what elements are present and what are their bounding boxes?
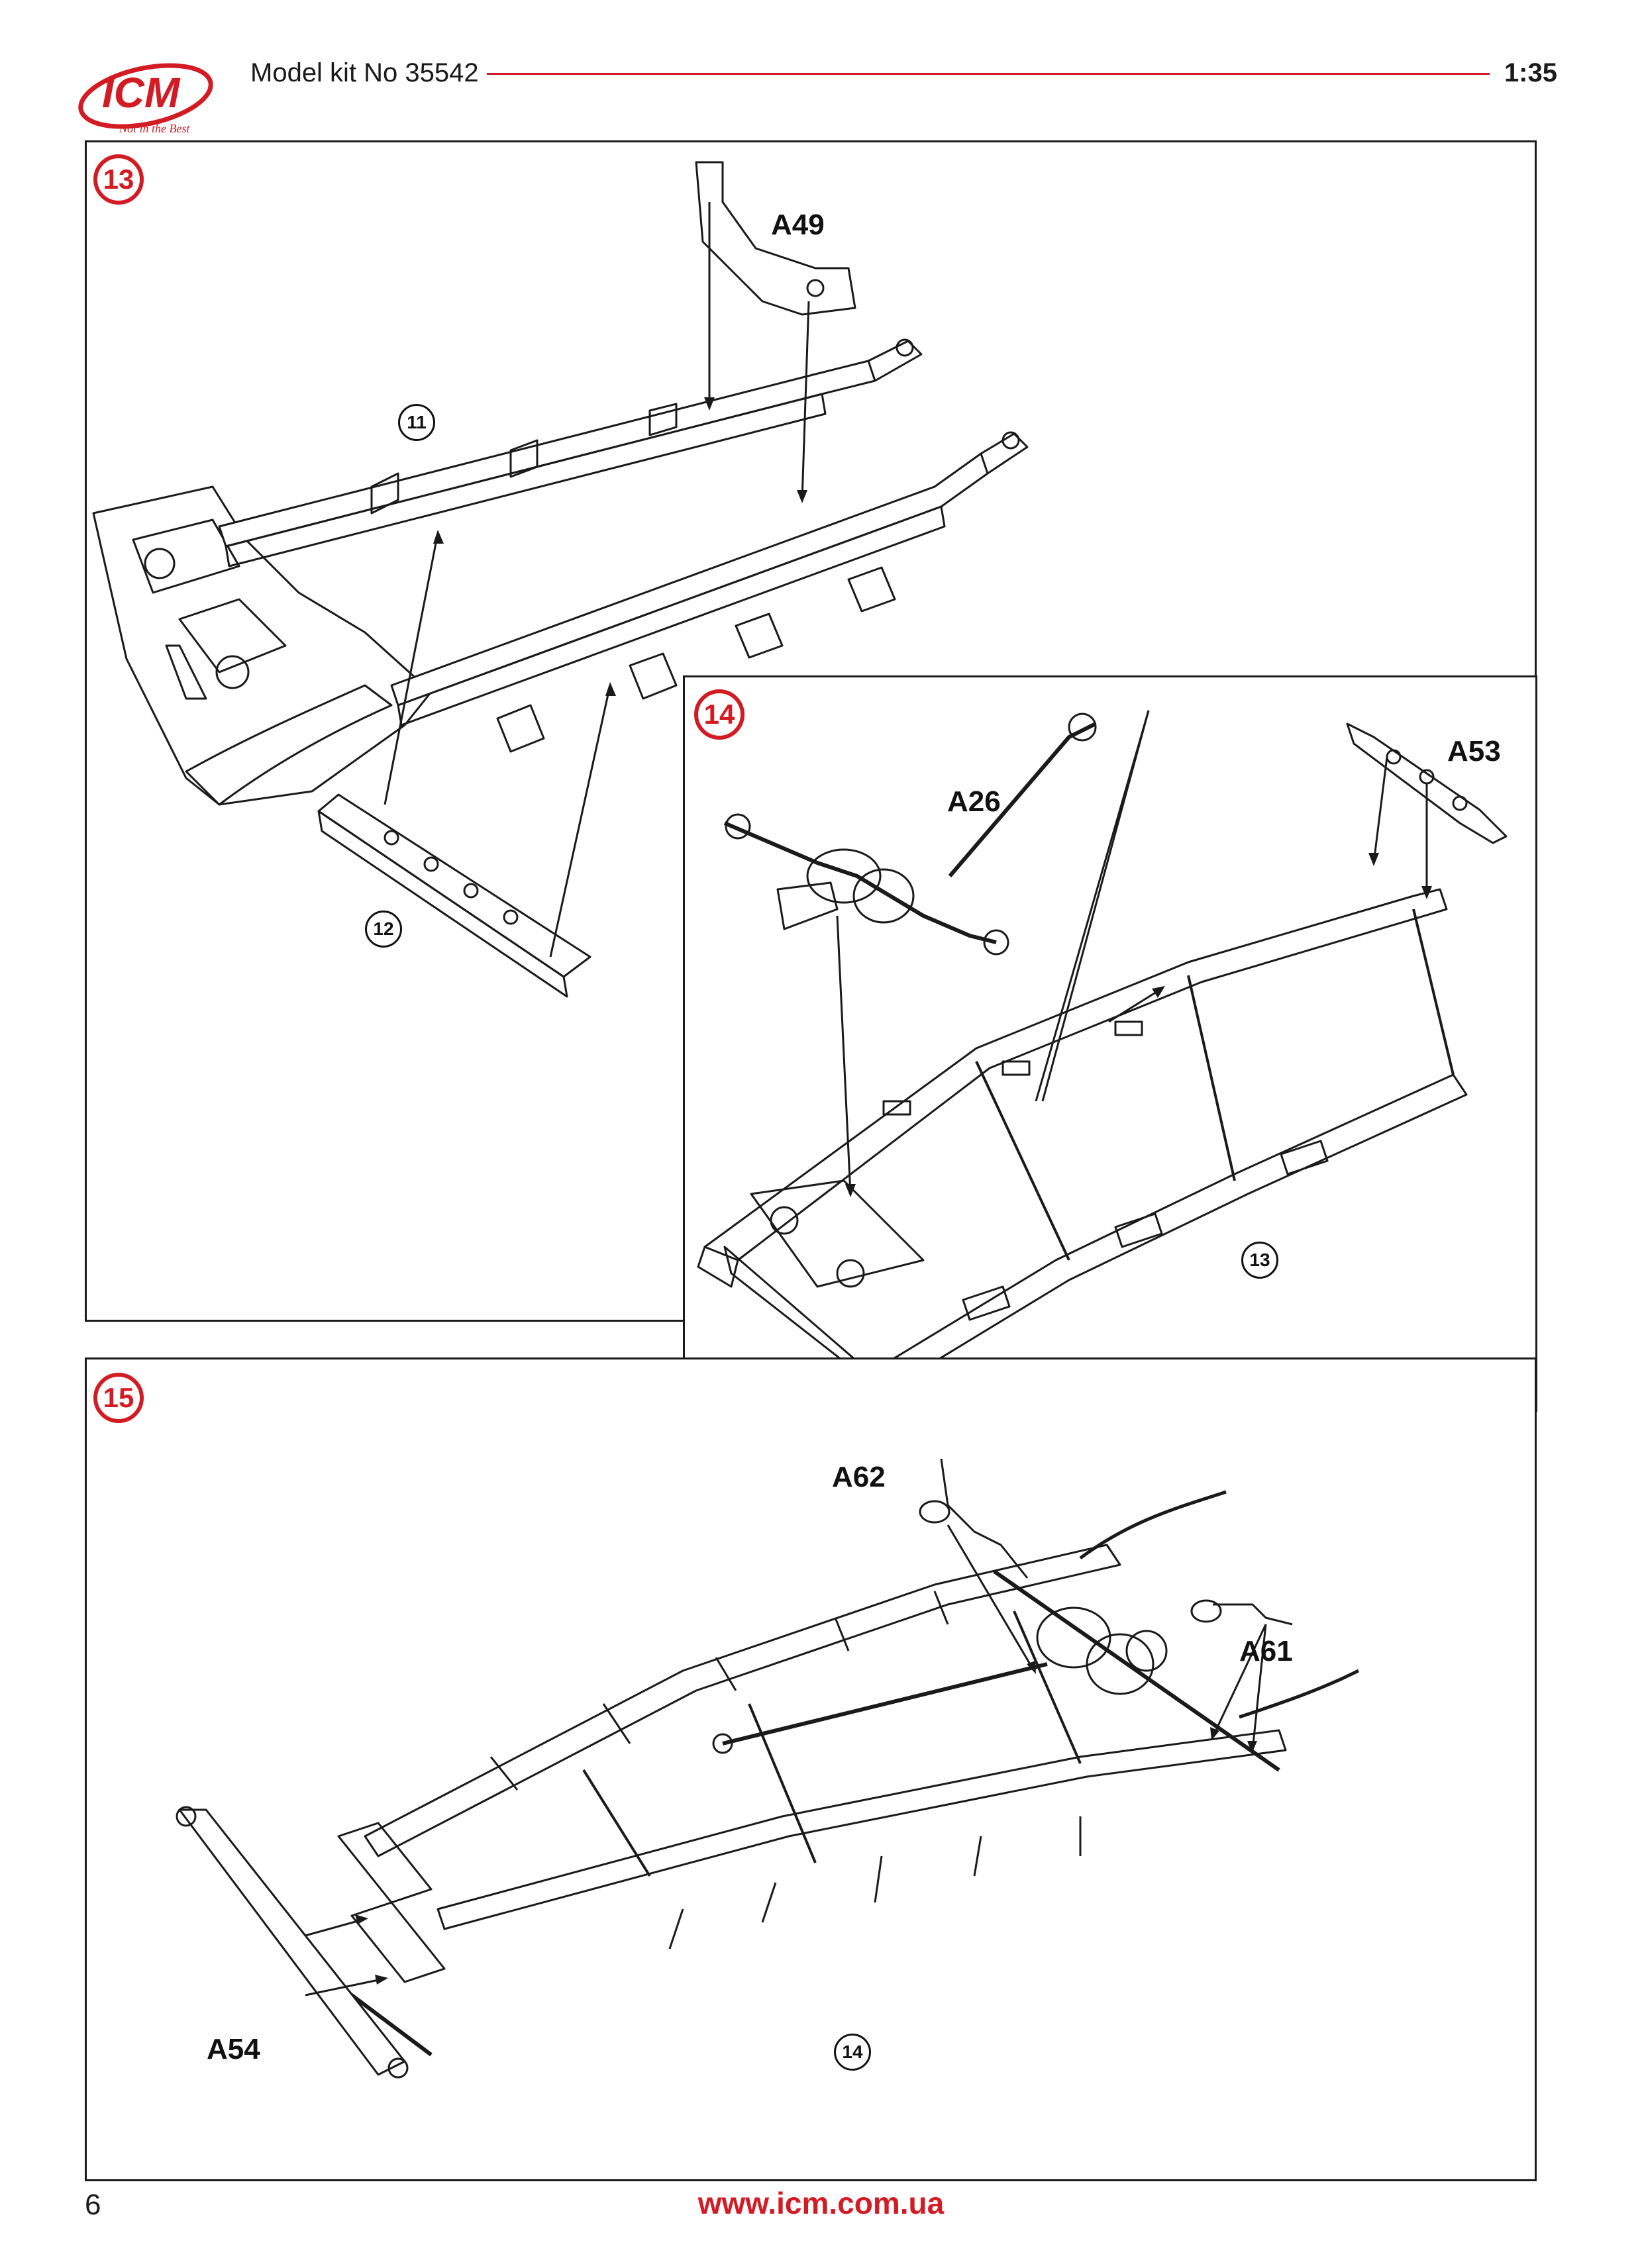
step-13-drawing bbox=[92, 161, 1029, 998]
page-header: ICM Not in the Best Model kit No 35542 1… bbox=[0, 0, 1642, 139]
reference-step-12: 12 bbox=[365, 911, 402, 948]
part-label-a53: A53 bbox=[1447, 735, 1501, 767]
svg-text:ICM: ICM bbox=[102, 69, 181, 117]
part-label-a61: A61 bbox=[1239, 1635, 1293, 1667]
step-15-drawing bbox=[176, 1458, 1360, 2079]
page-number: 6 bbox=[85, 2189, 101, 2221]
step-number-badge: 14 bbox=[694, 689, 744, 740]
part-label-a26: A26 bbox=[947, 785, 1001, 818]
part-label-a54: A54 bbox=[207, 2033, 260, 2065]
step-14-drawing bbox=[697, 710, 1508, 1394]
header-rule bbox=[487, 73, 1490, 75]
reference-step-14: 14 bbox=[834, 2034, 871, 2071]
svg-text:Not in the Best: Not in the Best bbox=[119, 122, 190, 135]
reference-step-11: 11 bbox=[398, 404, 435, 441]
website-link[interactable]: www.icm.com.ua bbox=[697, 2186, 945, 2220]
step-14-panel: 14 A26 A53 13 bbox=[683, 675, 1537, 1412]
step-number-badge: 15 bbox=[93, 1373, 144, 1423]
kit-title: Model kit No 35542 bbox=[250, 58, 479, 87]
step-number-badge: 13 bbox=[93, 154, 144, 205]
scale-label: 1:35 bbox=[1504, 58, 1557, 87]
part-label-a49: A49 bbox=[771, 209, 825, 241]
step-15-panel: 15 A62 A61 A54 14 bbox=[85, 1357, 1537, 2181]
part-label-a62: A62 bbox=[832, 1461, 886, 1493]
reference-step-13: 13 bbox=[1241, 1242, 1278, 1279]
icm-logo: ICM Not in the Best bbox=[78, 63, 213, 135]
